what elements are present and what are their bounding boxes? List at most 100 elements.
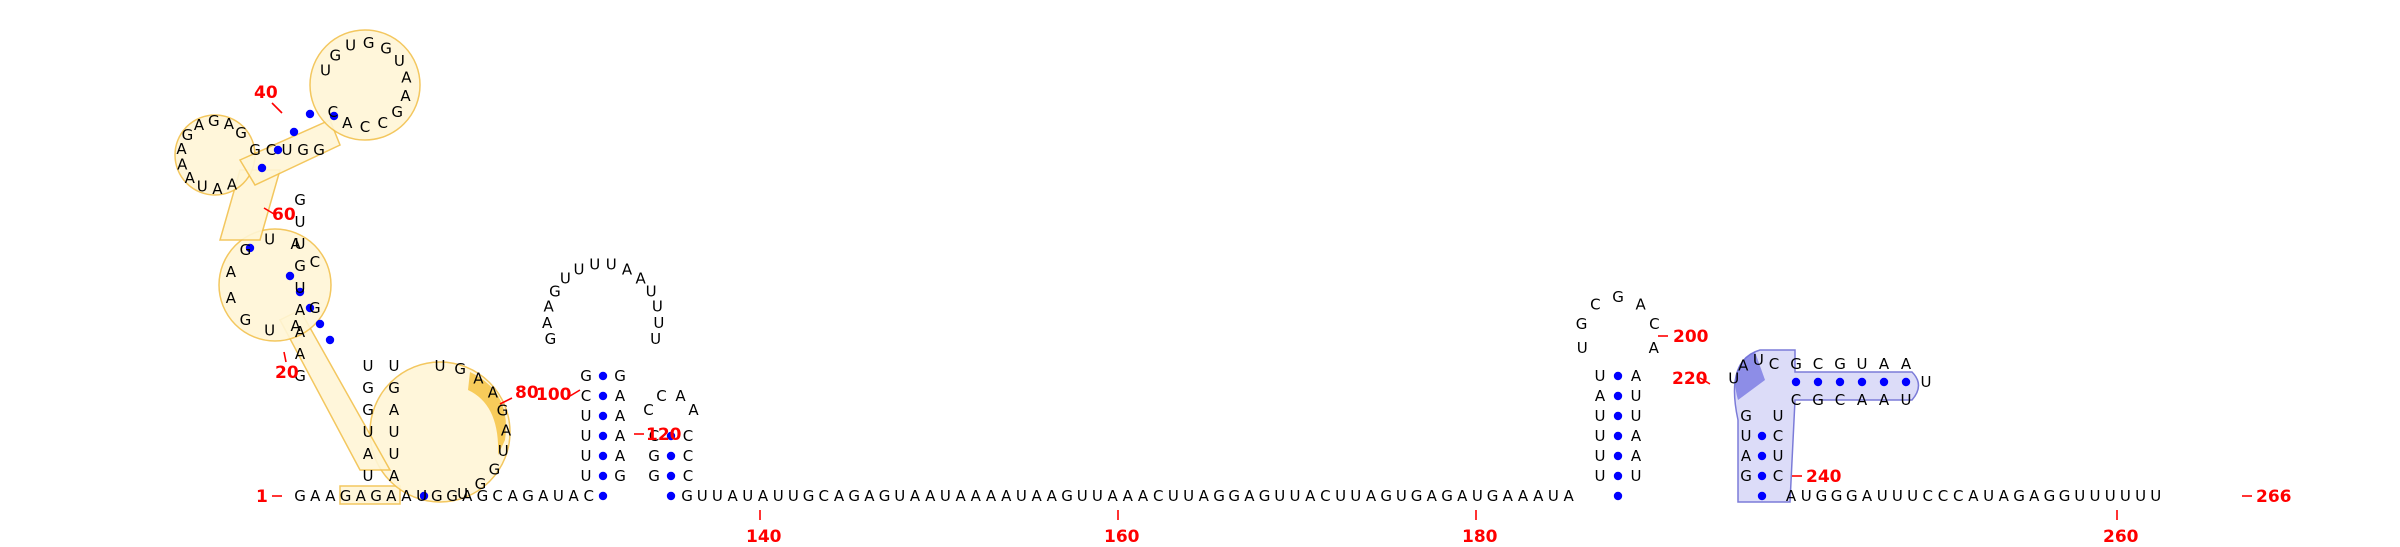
branch-loop-nucleotide: G xyxy=(454,360,466,378)
branch-loop-nucleotide: A xyxy=(473,369,484,387)
hairpin-pair-dot xyxy=(598,371,608,381)
hairpin-stem-nucleotide: A xyxy=(615,407,626,425)
pseudoknot-loop-nucleotide: U xyxy=(1753,351,1764,369)
baseline-nucleotide: A xyxy=(955,487,966,505)
hairpin-loop-nucleotide: A xyxy=(622,260,633,278)
branch-loop-nucleotide: U xyxy=(394,52,405,70)
hairpin-200-stem-nucleotide: A xyxy=(1631,447,1642,465)
branch-loop-nucleotide: A xyxy=(227,175,238,193)
small-hairpin-pair-dot xyxy=(666,431,676,441)
baseline-nucleotide: G xyxy=(370,487,382,505)
hairpin-loop-nucleotide: A xyxy=(636,270,647,288)
position-label-266: 266 xyxy=(2256,487,2292,507)
hairpin-200-loop-nucleotide: U xyxy=(1577,339,1588,357)
small-hairpin-stem-nucleotide: C xyxy=(683,447,693,465)
hairpin-200-pair-dot xyxy=(1613,431,1623,441)
position-label-120: 120 xyxy=(646,425,682,445)
baseline-nucleotide: G xyxy=(1487,487,1499,505)
pseudoknot-helix-nucleotide: G xyxy=(1812,391,1824,409)
hairpin-200-stem-nucleotide: A xyxy=(1631,427,1642,445)
baseline-nucleotide: A xyxy=(568,487,579,505)
baseline-nucleotide: A xyxy=(1244,487,1255,505)
baseline-nucleotide: U xyxy=(894,487,905,505)
baseline-nucleotide: A xyxy=(325,487,336,505)
baseline-nucleotide: G xyxy=(2044,487,2056,505)
branch-pair-dot xyxy=(273,145,283,155)
baseline-nucleotide: G xyxy=(294,487,306,505)
baseline-nucleotide: U xyxy=(742,487,753,505)
pseudoknot-loop-nucleotide: A xyxy=(1738,357,1749,375)
branch-loop-nucleotide: U xyxy=(264,230,275,248)
baseline-nucleotide: U xyxy=(1274,487,1285,505)
hairpin-stem-nucleotide: G xyxy=(580,367,592,385)
position-label-220: 220 xyxy=(1672,369,1708,389)
baseline-nucleotide: G xyxy=(1816,487,1828,505)
highlight-blue-strong xyxy=(1735,352,1765,400)
branch-loop-nucleotide: U xyxy=(345,37,356,55)
branch-loop-nucleotide: U xyxy=(498,442,509,460)
hairpin-loop-nucleotide: U xyxy=(653,314,664,332)
baseline-nucleotide: G xyxy=(2013,487,2025,505)
branch-loop-nucleotide: C xyxy=(310,253,320,271)
pseudoknot-stem-nucleotide: U xyxy=(1773,407,1784,425)
branch-pair-dot xyxy=(245,243,255,253)
branch-pair-dot xyxy=(295,287,305,297)
baseline-nucleotide: C xyxy=(1938,487,1948,505)
baseline-nucleotide: A xyxy=(971,487,982,505)
tick-layer xyxy=(263,102,2252,520)
baseline-nucleotide: C xyxy=(492,487,502,505)
branch-loop-nucleotide: G xyxy=(380,40,392,58)
small-hairpin-stem-nucleotide: G xyxy=(648,467,660,485)
baseline-nucleotide: U xyxy=(1092,487,1103,505)
hairpin-200-stem-nucleotide: U xyxy=(1595,467,1606,485)
pseudoknot-helix-nucleotide: C xyxy=(1813,355,1823,373)
baseline-nucleotide: A xyxy=(2029,487,2040,505)
baseline-nucleotide: G xyxy=(879,487,891,505)
numbering-layer: 1 20 40 60 80 100 120 140 160 180 200 22… xyxy=(254,83,2292,547)
hairpin-200-loop-nucleotide: C xyxy=(1649,315,1659,333)
baseline-nucleotide: G xyxy=(2059,487,2071,505)
baseline-nucleotide: A xyxy=(1305,487,1316,505)
pseudoknot-stem-nucleotide: U xyxy=(1741,427,1752,445)
small-hairpin-pair-dot xyxy=(666,451,676,461)
hairpin-200-pair-dot xyxy=(1613,451,1623,461)
hairpin-200-stem-nucleotide: U xyxy=(1595,407,1606,425)
branch-loop-nucleotide: A xyxy=(185,169,196,187)
branch-loop-nucleotide: A xyxy=(488,384,499,402)
highlight-yellow-strong xyxy=(468,372,506,455)
baseline-nucleotide: A xyxy=(1533,487,1544,505)
baseline-nucleotide: A xyxy=(1968,487,1979,505)
hairpin-stem-nucleotide: G xyxy=(614,467,626,485)
pseudoknot-helix-nucleotide: G xyxy=(1790,355,1802,373)
position-label-240: 240 xyxy=(1806,467,1842,487)
baseline-nucleotide: C xyxy=(1153,487,1163,505)
baseline-nucleotide: U xyxy=(1877,487,1888,505)
position-label-1: 1 xyxy=(256,487,268,507)
baseline-nucleotide: C xyxy=(584,487,594,505)
highlight-blue-pseudoknot xyxy=(1733,349,1920,503)
baseline-nucleotide: U xyxy=(1335,487,1346,505)
branch-nucleotide: U xyxy=(295,279,306,297)
baseline-nucleotide: A xyxy=(356,487,367,505)
baseline-nucleotide: A xyxy=(925,487,936,505)
baseline-nucleotide: A xyxy=(1427,487,1438,505)
branch-loop-nucleotide: A xyxy=(177,155,188,173)
branch-loop-nucleotide: A xyxy=(291,235,302,253)
baseline-nucleotide: U xyxy=(1290,487,1301,505)
pseudoknot-helix-pair-dot xyxy=(1879,377,1889,387)
baseline-nucleotide: A xyxy=(1563,487,1574,505)
pseudoknot-loop-nucleotide: C xyxy=(1769,355,1779,373)
baseline-nucleotide: U xyxy=(1168,487,1179,505)
hairpin-200-stem-nucleotide: U xyxy=(1631,467,1642,485)
baseline-nucleotide: A xyxy=(1001,487,1012,505)
branch-loop-nucleotide: U xyxy=(457,485,468,503)
branch-nucleotide: U xyxy=(363,467,374,485)
position-label-160: 160 xyxy=(1104,527,1140,542)
branch-nucleotide: G xyxy=(249,141,261,159)
position-label-200: 200 xyxy=(1673,327,1709,347)
baseline-nucleotide: U xyxy=(553,487,564,505)
small-hairpin-loop-nucleotide: C xyxy=(656,387,666,405)
baseline-nucleotide: C xyxy=(819,487,829,505)
